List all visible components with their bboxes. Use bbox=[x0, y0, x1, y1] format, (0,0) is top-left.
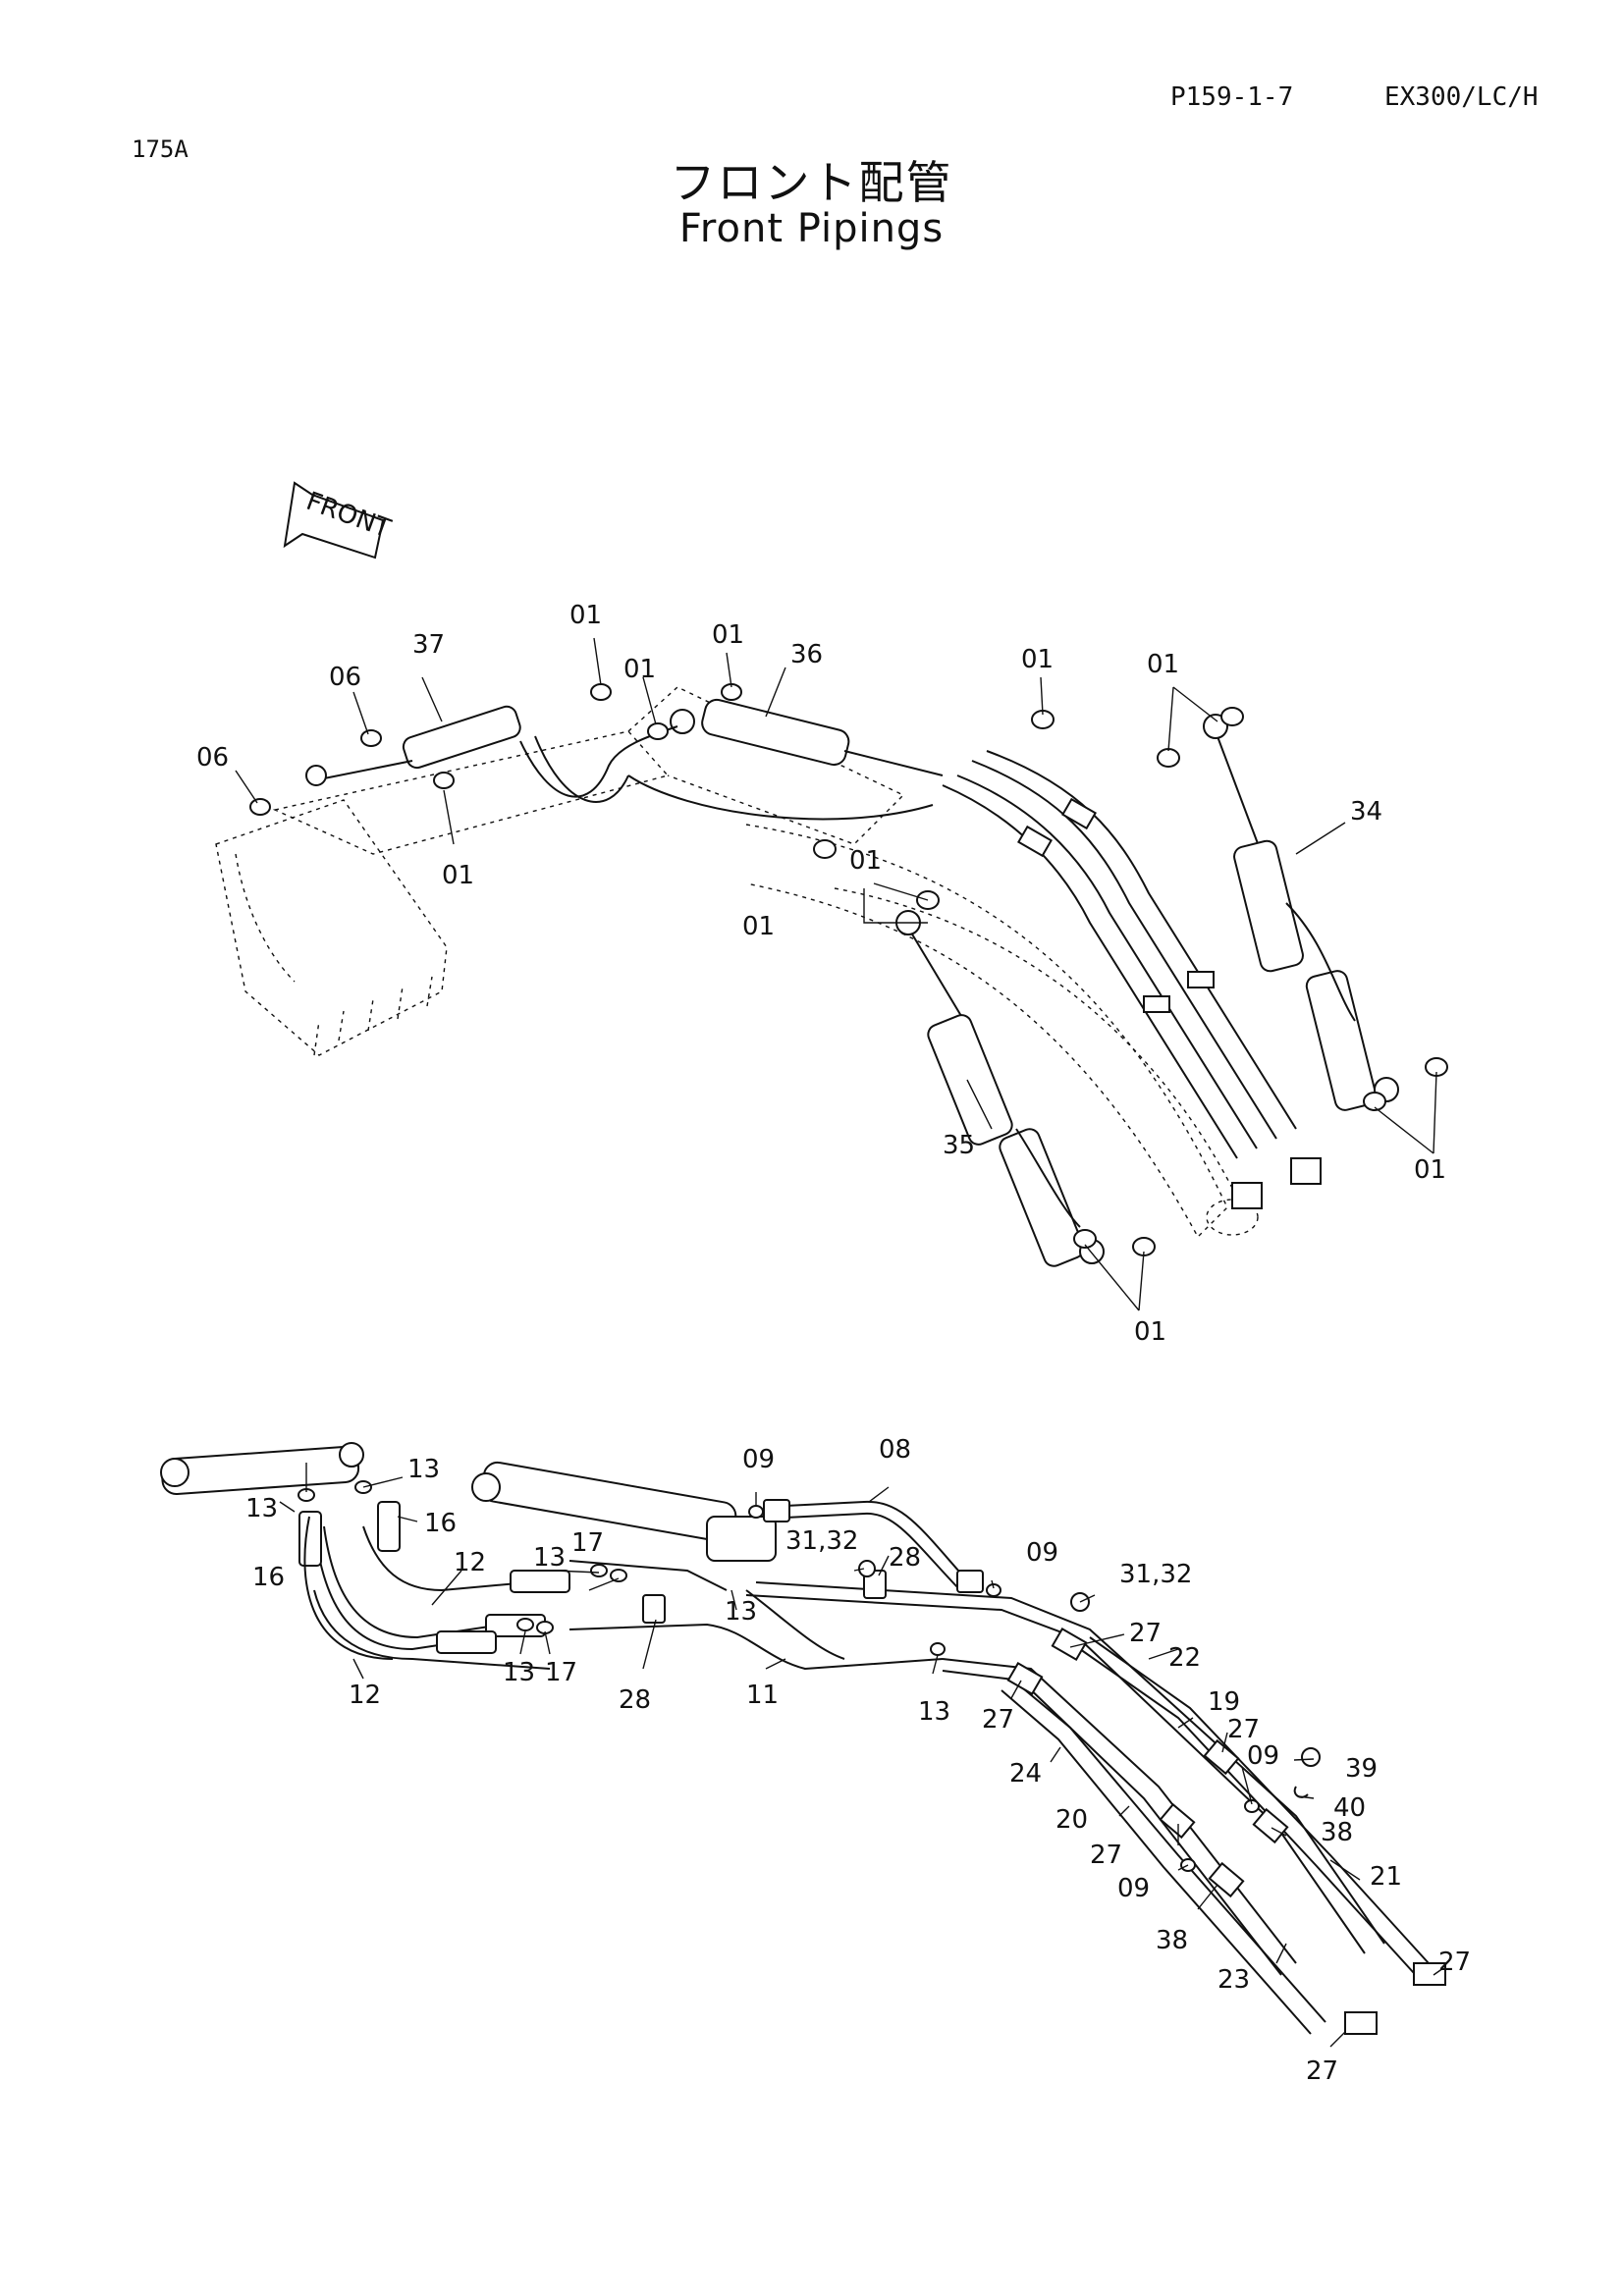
boom-cylinder-35 bbox=[927, 1014, 1013, 1146]
callout-31-32-b: 31,32 bbox=[1119, 1560, 1192, 1589]
callout-13-f: 13 bbox=[918, 1697, 950, 1727]
callout-01-j: 01 bbox=[1134, 1317, 1166, 1347]
callout-21: 21 bbox=[1370, 1862, 1402, 1892]
callout-13-c: 13 bbox=[533, 1543, 566, 1573]
boom-cylinder-34 bbox=[1233, 839, 1304, 973]
callout-31-32-a: 31,32 bbox=[785, 1526, 858, 1556]
callout-27-a: 27 bbox=[1129, 1619, 1162, 1648]
callout-12-b: 12 bbox=[349, 1681, 381, 1710]
callout-16-b: 16 bbox=[252, 1563, 285, 1592]
callout-08: 08 bbox=[879, 1435, 911, 1465]
callout-06-b: 06 bbox=[196, 743, 229, 773]
callout-28-b: 28 bbox=[619, 1685, 651, 1715]
callout-13-a: 13 bbox=[407, 1455, 440, 1484]
callout-13-e: 13 bbox=[725, 1597, 757, 1627]
callout-09-c: 09 bbox=[1247, 1741, 1279, 1771]
callout-01-f: 01 bbox=[1147, 650, 1179, 679]
callout-09-d: 09 bbox=[1117, 1874, 1150, 1903]
arm-outline bbox=[272, 730, 670, 855]
callout-27-e: 27 bbox=[1438, 1948, 1471, 1977]
callout-28-a: 28 bbox=[889, 1543, 921, 1573]
upper-assembly: 37 06 06 01 01 01 36 01 01 01 34 01 01 0… bbox=[196, 601, 1448, 1347]
callout-27-c: 27 bbox=[1227, 1715, 1260, 1744]
bucket-cylinder-37 bbox=[402, 705, 521, 770]
callout-23: 23 bbox=[1217, 1965, 1250, 1995]
callout-27-f: 27 bbox=[1306, 2056, 1338, 2086]
callout-36: 36 bbox=[790, 640, 823, 669]
callout-12-a: 12 bbox=[454, 1548, 486, 1577]
callout-01-e: 01 bbox=[1021, 645, 1054, 674]
callout-09-b: 09 bbox=[1026, 1538, 1058, 1568]
title-english: Front Pipings bbox=[678, 206, 945, 251]
callout-19: 19 bbox=[1208, 1687, 1240, 1717]
washers-06 bbox=[249, 729, 382, 816]
callout-01-b: 01 bbox=[569, 601, 602, 630]
callout-38-b: 38 bbox=[1156, 1926, 1188, 1955]
lower-assembly: 13 13 16 16 12 12 13 17 13 17 09 08 31,3… bbox=[160, 1435, 1471, 2086]
callout-01-h: 01 bbox=[742, 912, 775, 941]
callout-01-i: 01 bbox=[1414, 1155, 1446, 1185]
title-japanese: フロント配管 bbox=[670, 156, 953, 209]
page-code: P159-1-7 bbox=[1170, 82, 1294, 112]
callout-01-c: 01 bbox=[623, 655, 656, 684]
callout-37: 37 bbox=[412, 630, 445, 660]
front-arrow-icon: FRONT bbox=[283, 481, 395, 560]
callout-13-d: 13 bbox=[503, 1658, 535, 1687]
callout-01-g: 01 bbox=[849, 846, 882, 876]
callout-17-b: 17 bbox=[545, 1658, 577, 1687]
bucket-outline bbox=[215, 799, 448, 1056]
callout-16-a: 16 bbox=[424, 1509, 457, 1538]
callout-22: 22 bbox=[1168, 1643, 1201, 1673]
model-code: EX300/LC/H bbox=[1384, 82, 1539, 112]
callout-40: 40 bbox=[1333, 1793, 1366, 1823]
callout-01-a: 01 bbox=[442, 861, 474, 890]
callout-11: 11 bbox=[746, 1681, 779, 1710]
boom-outline bbox=[745, 824, 1228, 1239]
callout-34: 34 bbox=[1350, 797, 1382, 827]
arm-cylinder-36 bbox=[701, 698, 850, 767]
callout-38-a: 38 bbox=[1321, 1818, 1353, 1847]
callout-17-a: 17 bbox=[571, 1528, 604, 1558]
figure-code: 175A bbox=[132, 135, 189, 163]
callout-27-b: 27 bbox=[982, 1705, 1014, 1735]
callout-06-a: 06 bbox=[329, 663, 361, 692]
callout-39: 39 bbox=[1345, 1754, 1378, 1784]
callout-09-a: 09 bbox=[742, 1445, 775, 1474]
callout-27-d: 27 bbox=[1090, 1841, 1122, 1870]
callout-24: 24 bbox=[1009, 1759, 1042, 1789]
callout-35: 35 bbox=[943, 1131, 975, 1160]
washers-01 bbox=[433, 683, 1448, 1256]
callout-01-d: 01 bbox=[712, 620, 744, 650]
callout-13-b: 13 bbox=[245, 1494, 278, 1523]
callout-20: 20 bbox=[1055, 1805, 1088, 1835]
